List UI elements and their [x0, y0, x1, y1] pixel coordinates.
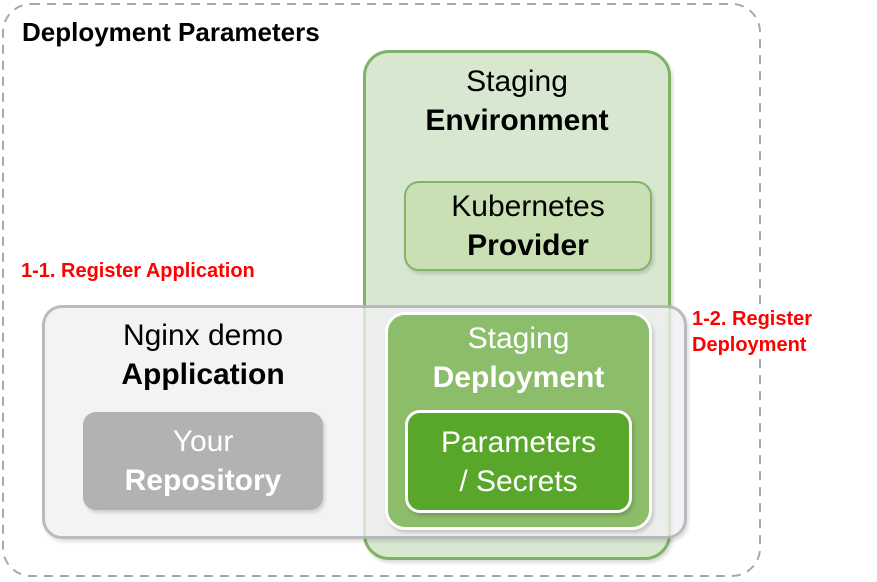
your-repository-label-line2: Repository: [124, 464, 282, 497]
nginx-application-label-line2: Application: [121, 358, 285, 391]
staging-deployment-label-line2: Deployment: [432, 361, 605, 394]
kubernetes-provider-label-line2: Provider: [467, 229, 589, 262]
your-repository-box: Your Repository: [83, 412, 323, 510]
parameters-secrets-label-line1: Parameters: [440, 425, 597, 459]
annotation-register-application: 1-1. Register Application: [21, 260, 255, 282]
staging-environment-label-line1: Staging: [466, 65, 568, 98]
staging-environment-label-line2: Environment: [425, 104, 609, 137]
parameters-secrets-box: Parameters / Secrets: [405, 410, 632, 513]
annotation-register-deployment-line2: Deployment: [692, 334, 807, 356]
parameters-secrets-label-line2: / Secrets: [459, 464, 578, 498]
nginx-application-label-line1: Nginx demo: [122, 319, 284, 352]
annotation-register-deployment-line1: 1-2. Register: [692, 308, 813, 330]
parameters-secrets-label: Parameters / Secrets: [408, 423, 629, 501]
kubernetes-provider-box: Kubernetes Provider: [404, 181, 652, 271]
staging-deployment-label: Staging Deployment: [388, 315, 649, 397]
annotation-register-deployment: 1-2. Register Deployment: [692, 306, 850, 358]
kubernetes-provider-label-line1: Kubernetes: [451, 190, 605, 223]
staging-environment-label: Staging Environment: [366, 53, 668, 140]
nginx-application-label: Nginx demo Application: [83, 316, 323, 394]
diagram-title: Deployment Parameters: [22, 17, 320, 47]
dashed-border: [2, 3, 761, 577]
staging-deployment-label-line1: Staging: [467, 322, 570, 355]
kubernetes-provider-label: Kubernetes Provider: [406, 187, 650, 265]
your-repository-label: Your Repository: [83, 422, 323, 500]
your-repository-label-line1: Your: [172, 425, 234, 458]
